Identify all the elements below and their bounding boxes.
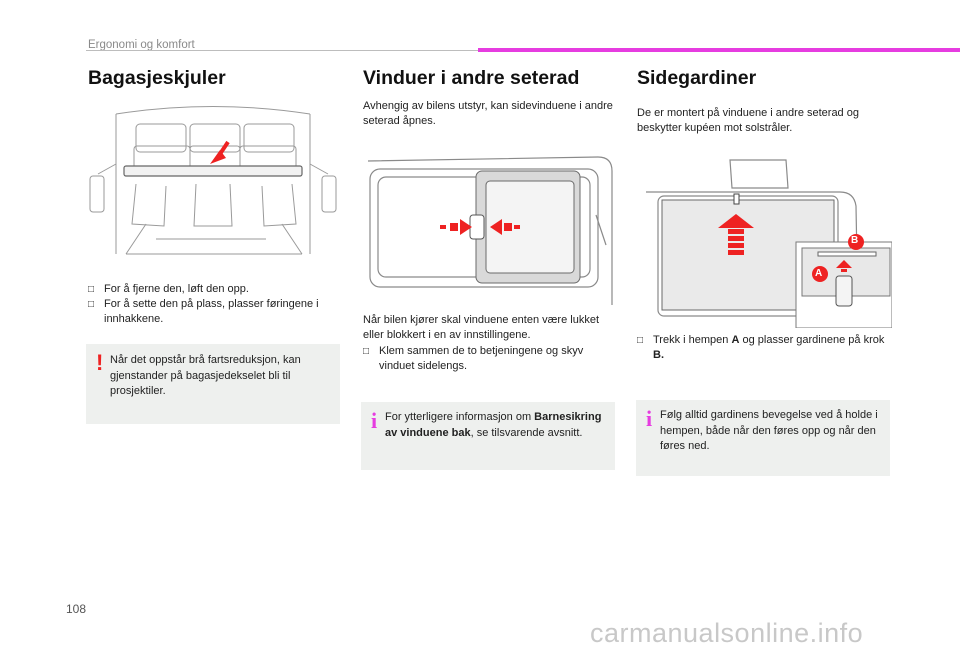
checkbox-bullet-icon: □ — [363, 346, 370, 357]
vinduer-intro: Avhengig av bilens utstyr, kan sidevindu… — [363, 100, 613, 127]
info-text: For ytterligere informasjon om Barnesikr… — [385, 411, 602, 439]
header-accent-bar — [478, 48, 960, 52]
section-title-vinduer: Vinduer i andre seterad — [363, 67, 580, 89]
list-item: □ Klem sammen de to betjeningene og skyv… — [363, 345, 584, 372]
info-icon: i — [646, 406, 653, 431]
luggage-cover-illustration — [86, 104, 340, 278]
info-icon: i — [371, 408, 378, 433]
warning-text: Når det oppstår brå fartsreduksjon, kan … — [110, 354, 301, 397]
sidegardiner-intro: De er montert på vinduene i andre setera… — [637, 107, 859, 134]
watermark: carmanualsonline.info — [590, 618, 864, 648]
vinduer-paragraph: Når bilen kjører skal vinduene enten vær… — [363, 314, 600, 341]
checkbox-bullet-icon: □ — [88, 299, 95, 310]
info-text: Følg alltid gardinens bevegelse ved å ho… — [660, 409, 878, 452]
header-divider — [86, 50, 478, 51]
exclamation-icon: ! — [96, 350, 104, 375]
info-box: i Følg alltid gardinens bevegelse ved å … — [636, 400, 890, 476]
section-title-bagasjeskjuler: Bagasjeskjuler — [88, 67, 226, 89]
list-item: □ Trekk i hempen A og plasser gardinene … — [637, 334, 885, 361]
page-number: 108 — [66, 602, 87, 616]
warning-box: ! Når det oppstår brå fartsreduksjon, ka… — [86, 344, 340, 424]
side-window-illustration — [360, 155, 616, 311]
marker-label-a: A — [815, 268, 823, 279]
section-header: Ergonomi og komfort — [88, 39, 195, 51]
section-title-sidegardiner: Sidegardiner — [637, 67, 757, 89]
side-curtain-illustration — [636, 158, 892, 328]
list-item: □ For å sette den på plass, plasser føri… — [88, 298, 319, 325]
checkbox-bullet-icon: □ — [637, 335, 644, 346]
info-box: i For ytterligere informasjon om Barnesi… — [361, 402, 615, 470]
checkbox-bullet-icon: □ — [88, 284, 95, 295]
marker-label-b: B — [851, 235, 859, 246]
list-item: □ For å fjerne den, løft den opp. — [88, 283, 249, 295]
